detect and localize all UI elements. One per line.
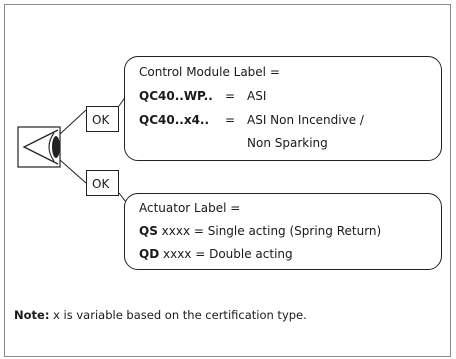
actuator-callout: Actuator Label = QS xxxx = Single acting… <box>124 193 442 270</box>
control-module-eq-2: = <box>225 113 236 127</box>
actuator-text-qd: xxxx = Double acting <box>159 247 293 261</box>
footnote-text: x is variable based on the certification… <box>49 308 307 322</box>
control-module-value-2: ASI Non Incendive / <box>247 113 364 127</box>
control-module-code-1: QC40..WP.. <box>139 89 213 103</box>
actuator-code-qd: QD <box>139 247 160 261</box>
control-module-value-2-cont: Non Sparking <box>247 136 328 150</box>
ok-label-top: OK <box>86 106 119 132</box>
ok-label-bottom: OK <box>86 170 119 196</box>
actuator-code-qs: QS <box>139 224 158 238</box>
control-module-title: Control Module Label = <box>139 65 280 79</box>
control-module-value-1: ASI <box>247 89 267 103</box>
footnote-label: Note: <box>14 308 50 322</box>
footnote: Note: x is variable based on the certifi… <box>14 308 307 322</box>
control-module-eq-1: = <box>225 89 236 103</box>
actuator-row-2: QD xxxx = Double acting <box>139 247 293 261</box>
actuator-title: Actuator Label = <box>139 201 241 215</box>
actuator-row-1: QS xxxx = Single acting (Spring Return) <box>139 224 381 238</box>
control-module-code-2: QC40..x4.. <box>139 113 210 127</box>
eye-icon <box>22 129 60 165</box>
control-module-callout: Control Module Label = QC40..WP.. = ASI … <box>124 56 442 161</box>
actuator-text-qs: xxxx = Single acting (Spring Return) <box>157 224 382 238</box>
